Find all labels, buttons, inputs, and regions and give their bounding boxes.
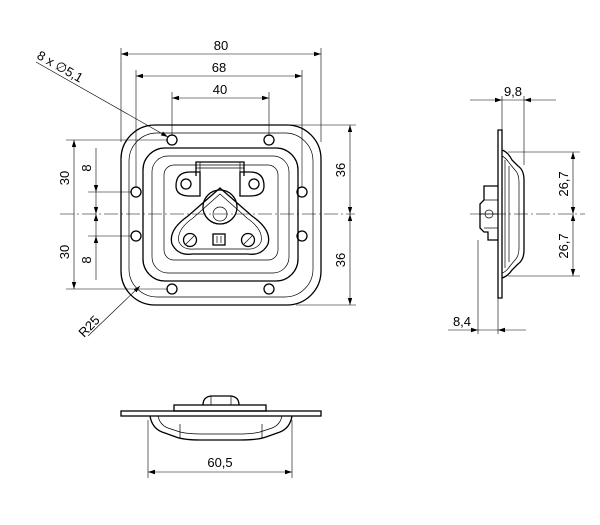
mounting-holes — [130, 134, 308, 295]
dim-thickness-8-4: 8,4 — [453, 314, 471, 329]
dim-left-8-top: 8 — [79, 164, 94, 171]
mounting-hole — [263, 134, 275, 146]
dim-radius: R25 — [75, 313, 102, 341]
recess-inner — [151, 155, 290, 274]
bottom-knob — [202, 395, 240, 406]
side-pan-outer — [501, 149, 525, 279]
left-dimensions: 30 30 8 8 — [57, 139, 168, 290]
outer-plate — [120, 124, 322, 306]
dim-width-68: 68 — [212, 60, 226, 75]
bottom-view: 60,5 — [120, 395, 322, 478]
screw-right — [240, 232, 256, 248]
recess-outer — [142, 147, 299, 282]
left-lug-rivet — [180, 178, 192, 190]
dim-left-8-bottom: 8 — [79, 256, 94, 263]
side-latch — [479, 185, 498, 241]
dim-left-30-top: 30 — [57, 171, 72, 185]
dim-width-40: 40 — [213, 82, 227, 97]
front-view: 80 68 40 8 x ∅5,1 30 30 — [35, 38, 356, 340]
bottom-plate — [120, 410, 322, 417]
mounting-hole — [130, 230, 142, 242]
right-lug — [239, 171, 265, 197]
lock-symbol — [212, 233, 226, 246]
latch-knob — [202, 189, 238, 225]
top-dimensions: 80 68 40 — [120, 38, 322, 188]
mounting-hole — [166, 283, 178, 295]
left-lug — [175, 171, 201, 197]
plate-flange-line — [128, 132, 314, 298]
hole-callout: 8 x ∅5,1 — [35, 48, 169, 138]
right-lug-rivet — [248, 178, 260, 190]
mounting-hole — [296, 230, 308, 242]
recess-floor — [163, 164, 279, 261]
handle-plate — [170, 187, 270, 255]
dim-left-30-bottom: 30 — [57, 245, 72, 259]
bottom-pan — [149, 415, 293, 441]
dim-height-26-7-bottom: 26,7 — [556, 233, 571, 258]
dim-width-60-5: 60,5 — [207, 455, 232, 470]
screw-left — [182, 232, 198, 248]
dim-right-36-top: 36 — [333, 163, 348, 177]
dim-right-36-bottom: 36 — [333, 253, 348, 267]
dim-holes: 8 x ∅5,1 — [35, 48, 86, 86]
side-view: 9,8 26,7 26,7 8,4 — [448, 84, 585, 334]
mounting-hole — [130, 186, 142, 198]
latch-assembly — [170, 161, 270, 255]
mounting-hole — [263, 283, 275, 295]
latch-bracket — [195, 161, 245, 176]
side-plate — [497, 129, 503, 299]
right-dimensions: 36 36 — [256, 124, 356, 306]
dim-height-26-7-top: 26,7 — [556, 171, 571, 196]
mounting-hole — [166, 134, 178, 146]
dim-depth-9-8: 9,8 — [504, 84, 522, 99]
dim-width-80: 80 — [214, 38, 228, 53]
bottom-latch-bar — [173, 404, 267, 412]
